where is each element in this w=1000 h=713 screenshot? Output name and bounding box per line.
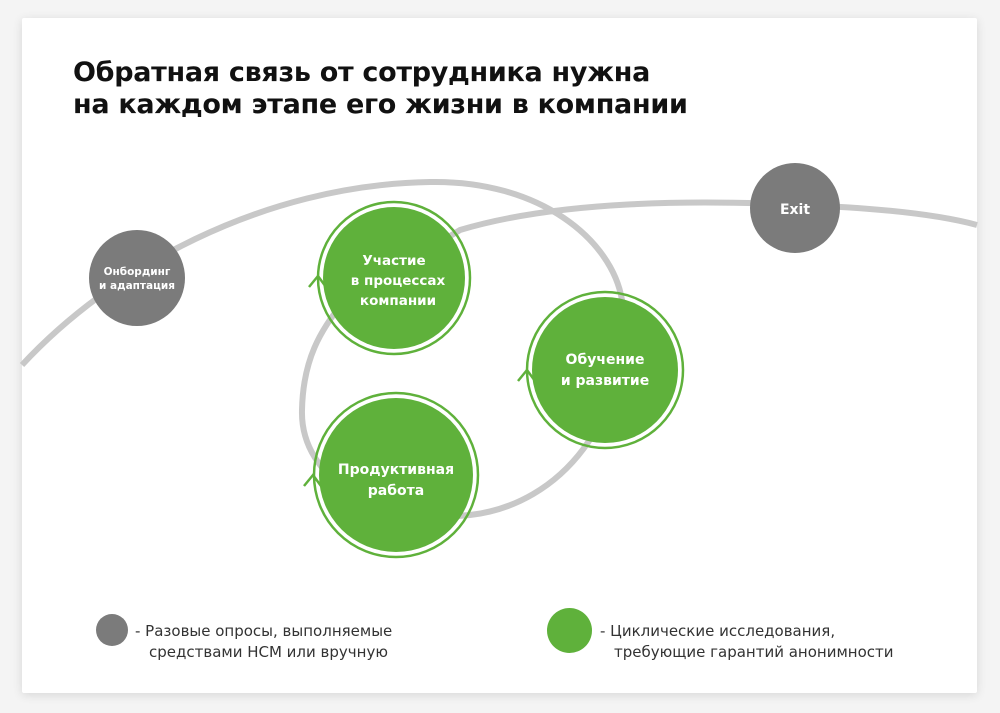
node-label: и адаптация [99, 280, 175, 292]
legend-text: требующие гарантий анонимности [614, 643, 894, 661]
legend-text: - Циклические исследования, [600, 622, 836, 640]
node-label: Exit [780, 202, 810, 218]
node-label: Онбординг [104, 266, 171, 278]
node-label: работа [368, 483, 424, 499]
legend-gray-dot [96, 614, 128, 646]
node-learning: Обучение и развитие [517, 290, 685, 450]
node-exit: Exit [750, 163, 840, 253]
lifecycle-path [19, 178, 978, 520]
node-label: и развитие [561, 373, 649, 389]
title-line-2: на каждом этапе его жизни в компании [73, 89, 688, 120]
cycle-arrow-icon [517, 367, 537, 382]
cycle-arrow-icon [303, 472, 323, 487]
node-label: Обучение [566, 352, 645, 368]
cycle-arrow-icon [308, 273, 328, 288]
node-label: Участие [362, 253, 425, 269]
legend-text: - Разовые опросы, выполняемые [135, 622, 393, 640]
legend-green-dot [547, 608, 592, 653]
node-label: компании [360, 293, 436, 309]
node-label: в процессах [351, 273, 446, 289]
node-onboarding: Онбординг и адаптация [89, 230, 185, 326]
legend-gray: - Разовые опросы, выполняемые средствами … [135, 621, 392, 663]
node-participation: Участие в процессах компании [308, 200, 472, 356]
legend-text: средствами HCM или вручную [149, 643, 388, 661]
legend-green: - Циклические исследования, требующие гар… [600, 621, 893, 663]
diagram-card [22, 18, 977, 693]
title-line-1: Обратная связь от сотрудника нужна [73, 57, 651, 88]
node-productive: Продуктивная работа [303, 391, 480, 559]
node-label: Продуктивная [338, 462, 454, 478]
